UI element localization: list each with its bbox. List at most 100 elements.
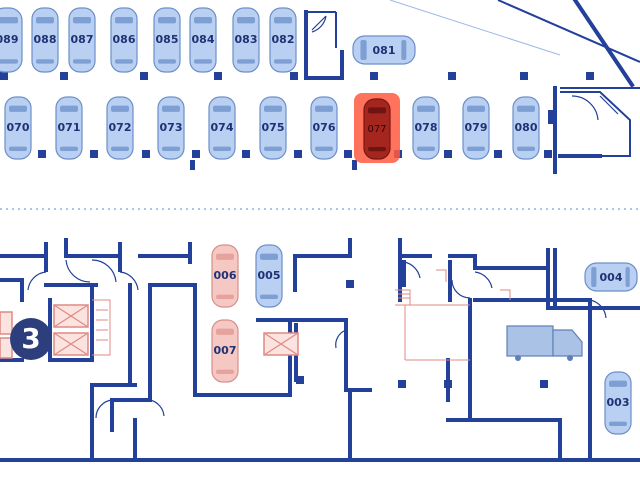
car-icon: [189, 7, 217, 73]
spot-number-label: 089: [0, 33, 18, 46]
parking-spot-087[interactable]: 087: [68, 7, 96, 73]
car-windshield: [73, 16, 91, 24]
spot-number-label: 088: [34, 33, 57, 46]
car-windshield: [216, 253, 234, 260]
car-rear-window: [73, 59, 91, 64]
car-windshield: [467, 105, 485, 112]
car-icon: [106, 96, 134, 160]
car-icon: [153, 7, 181, 73]
car-windshield: [158, 16, 176, 24]
car-windshield: [591, 267, 597, 287]
spot-number-label: 085: [156, 33, 179, 46]
car-icon: [211, 319, 239, 383]
spot-number-label: 006: [214, 269, 237, 282]
car-rear-window: [162, 146, 180, 151]
car-rear-window: [609, 421, 627, 426]
elevator-shafts: [0, 304, 299, 359]
building-walls: [0, 238, 640, 462]
spot-number-label: 005: [258, 269, 281, 282]
spot-number-label: 076: [313, 121, 336, 134]
car-windshield: [194, 16, 212, 24]
car-rear-window: [401, 40, 407, 60]
car-icon: [31, 7, 59, 73]
spot-number-label: 081: [373, 44, 396, 57]
parking-spot-081[interactable]: 081: [352, 35, 416, 65]
car-windshield: [9, 105, 27, 112]
car-icon: [110, 7, 138, 73]
parking-spot-077[interactable]: 077: [363, 98, 391, 160]
parking-spot-083[interactable]: 083: [232, 7, 260, 73]
car-windshield: [260, 253, 278, 260]
spot-number-label: 071: [58, 121, 81, 134]
spot-number-label: 087: [71, 33, 94, 46]
parking-spot-079[interactable]: 079: [462, 96, 490, 160]
car-icon: [211, 244, 239, 308]
outer-walls: [304, 0, 640, 174]
car-rear-window: [36, 59, 54, 64]
car-icon: [584, 262, 638, 292]
spot-number-label: 079: [465, 121, 488, 134]
parking-spot-073[interactable]: 073: [157, 96, 185, 160]
car-icon: [462, 96, 490, 160]
parking-spot-072[interactable]: 072: [106, 96, 134, 160]
parking-spot-075[interactable]: 075: [259, 96, 287, 160]
parking-spot-004[interactable]: 004: [584, 262, 638, 292]
car-icon: [604, 371, 632, 435]
pillars-bottom: [296, 280, 548, 388]
car-rear-window: [194, 59, 212, 64]
car-icon: [157, 96, 185, 160]
parking-spot-005[interactable]: 005: [255, 244, 283, 308]
parking-spot-086[interactable]: 086: [110, 7, 138, 73]
parking-spot-003[interactable]: 003: [604, 371, 632, 435]
car-rear-window: [467, 146, 485, 151]
car-windshield: [216, 328, 234, 335]
parking-spot-089[interactable]: 089: [0, 7, 23, 73]
car-rear-window: [60, 146, 78, 151]
parking-spots: 089 088 087 086 085 084 083 082 081 070 071 072 073 0…: [0, 7, 638, 435]
car-icon: [310, 96, 338, 160]
spot-number-label: 074: [211, 121, 234, 134]
parking-spot-084[interactable]: 084: [189, 7, 217, 73]
spot-number-label: 082: [272, 33, 295, 46]
car-windshield: [274, 16, 292, 24]
parking-spot-070[interactable]: 070: [4, 96, 32, 160]
car-rear-window: [111, 146, 129, 151]
car-icon: [363, 98, 391, 160]
car-rear-window: [315, 146, 333, 151]
parking-spot-085[interactable]: 085: [153, 7, 181, 73]
car-windshield: [213, 105, 231, 112]
parking-spot-074[interactable]: 074: [208, 96, 236, 160]
parking-spot-078[interactable]: 078: [412, 96, 440, 160]
spot-number-label: 004: [600, 271, 623, 284]
car-rear-window: [115, 59, 133, 64]
spot-number-label: 077: [367, 124, 386, 135]
car-rear-window: [274, 59, 292, 64]
parking-spot-006[interactable]: 006: [211, 244, 239, 308]
parking-spot-082[interactable]: 082: [269, 7, 297, 73]
car-icon: [255, 244, 283, 308]
parking-spot-071[interactable]: 071: [55, 96, 83, 160]
parking-spot-088[interactable]: 088: [31, 7, 59, 73]
spot-number-label: 073: [160, 121, 183, 134]
parking-spot-076[interactable]: 076: [310, 96, 338, 160]
car-windshield: [60, 105, 78, 112]
spot-number-label: 003: [607, 396, 630, 409]
car-rear-window: [213, 146, 231, 151]
car-windshield: [111, 105, 129, 112]
spot-number-label: 080: [515, 121, 538, 134]
truck-icon: [506, 325, 583, 361]
car-rear-window: [517, 146, 535, 151]
pillars-top: [0, 72, 594, 170]
spot-number-label: 086: [113, 33, 136, 46]
car-icon: [68, 7, 96, 73]
car-icon: [232, 7, 260, 73]
parking-spot-007[interactable]: 007: [211, 319, 239, 383]
car-windshield: [0, 16, 18, 24]
car-rear-window: [417, 146, 435, 151]
car-rear-window: [260, 294, 278, 299]
spot-number-label: 084: [192, 33, 215, 46]
car-rear-window: [264, 146, 282, 151]
parking-spot-080[interactable]: 080: [512, 96, 540, 160]
car-windshield: [237, 16, 255, 24]
